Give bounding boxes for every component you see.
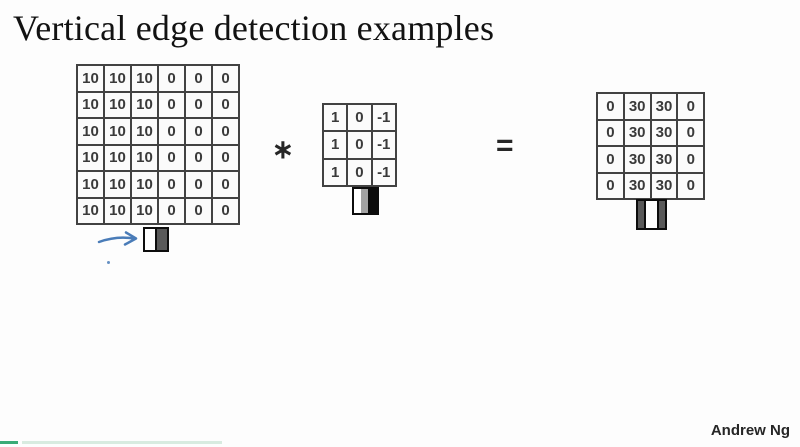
matrix-cell: 0 <box>185 91 212 118</box>
matrix-cell: 0 <box>185 197 212 224</box>
matrix-cell: 10 <box>131 197 158 224</box>
matrix-cell: 10 <box>77 197 104 224</box>
matrix-cell: 0 <box>677 119 705 146</box>
video-progress-bar-played[interactable] <box>0 441 18 444</box>
black-stripe <box>368 189 377 213</box>
matrix-cell: 30 <box>650 93 678 120</box>
slide-title: Vertical edge detection examples <box>13 8 495 48</box>
matrix-cell: 10 <box>77 65 104 92</box>
matrix-cell: 0 <box>597 93 624 120</box>
matrix-cell: -1 <box>371 131 396 159</box>
matrix-cell: -1 <box>371 158 396 186</box>
matrix-cell: -1 <box>371 104 396 132</box>
matrix-cell: 10 <box>104 118 131 145</box>
matrix-cell: 10 <box>131 171 158 198</box>
matrix-cell: 0 <box>597 172 624 199</box>
gray-stripe <box>361 189 368 213</box>
matrix-cell: 10 <box>104 91 131 118</box>
matrix-cell: 30 <box>650 119 678 146</box>
matrix-cell: 0 <box>212 171 239 198</box>
matrix-cell: 0 <box>185 118 212 145</box>
matrix-cell: 0 <box>347 104 372 132</box>
matrix-cell: 10 <box>77 144 104 171</box>
matrix-cell: 0 <box>212 118 239 145</box>
matrix-cell: 0 <box>347 131 372 159</box>
dark-gray-stripe <box>659 201 665 228</box>
matrix-cell: 0 <box>158 91 185 118</box>
matrix-cell: 0 <box>212 91 239 118</box>
matrix-cell: 10 <box>131 118 158 145</box>
matrix-cell: 30 <box>623 119 651 146</box>
video-progress-bar-buffered[interactable] <box>22 441 222 444</box>
matrix-cell: 10 <box>104 171 131 198</box>
divider-stripe <box>644 201 646 228</box>
matrix-cell: 0 <box>212 65 239 92</box>
matrix-cell: 30 <box>650 172 678 199</box>
matrix-cell: 10 <box>104 144 131 171</box>
filter-edge-patch-icon <box>352 187 379 215</box>
matrix-cell: 0 <box>185 171 212 198</box>
matrix-cell: 10 <box>77 171 104 198</box>
matrix-cell: 30 <box>623 93 651 120</box>
author-credit: Andrew Ng <box>710 422 790 439</box>
matrix-cell: 10 <box>104 65 131 92</box>
matrix-cell: 0 <box>185 65 212 92</box>
matrix-cell: 1 <box>323 104 348 132</box>
matrix-cell: 1 <box>323 131 348 159</box>
divider-stripe <box>155 229 157 250</box>
dark-gray-stripe <box>157 229 167 250</box>
matrix-cell: 10 <box>131 65 158 92</box>
matrix-cell: 30 <box>623 172 651 199</box>
white-stripe <box>646 201 657 228</box>
matrix-cell: 0 <box>212 197 239 224</box>
matrix-cell: 10 <box>131 144 158 171</box>
matrix-cell: 1 <box>323 158 348 186</box>
blue-arrow-icon <box>97 231 138 246</box>
matrix-cell: 0 <box>158 118 185 145</box>
matrix-cell: 10 <box>77 91 104 118</box>
matrix-cell: 0 <box>158 144 185 171</box>
matrix-cell: 10 <box>77 118 104 145</box>
matrix-cell: 0 <box>677 146 705 173</box>
output-edge-patch-icon <box>636 199 667 230</box>
matrix-cell: 0 <box>158 65 185 92</box>
matrix-cell: 0 <box>158 197 185 224</box>
matrix-cell: 0 <box>185 144 212 171</box>
input-edge-patch-icon <box>143 227 169 252</box>
white-stripe <box>354 189 361 213</box>
equals-operator: = <box>496 129 514 162</box>
matrix-cell: 0 <box>347 158 372 186</box>
matrix-cell: 30 <box>623 146 651 173</box>
matrix-cell: 0 <box>597 146 624 173</box>
matrix-cell: 30 <box>650 146 678 173</box>
blue-ink-dot <box>107 261 110 264</box>
convolution-operator: ∗ <box>272 134 294 164</box>
matrix-cell: 0 <box>212 144 239 171</box>
matrix-cell: 10 <box>104 197 131 224</box>
matrix-cell: 0 <box>677 93 705 120</box>
matrix-cell: 10 <box>131 91 158 118</box>
matrix-cell: 0 <box>158 171 185 198</box>
white-stripe <box>145 229 155 250</box>
matrix-cell: 0 <box>677 172 705 199</box>
divider-stripe <box>657 201 659 228</box>
matrix-cell: 0 <box>597 119 624 146</box>
dark-gray-stripe <box>638 201 644 228</box>
